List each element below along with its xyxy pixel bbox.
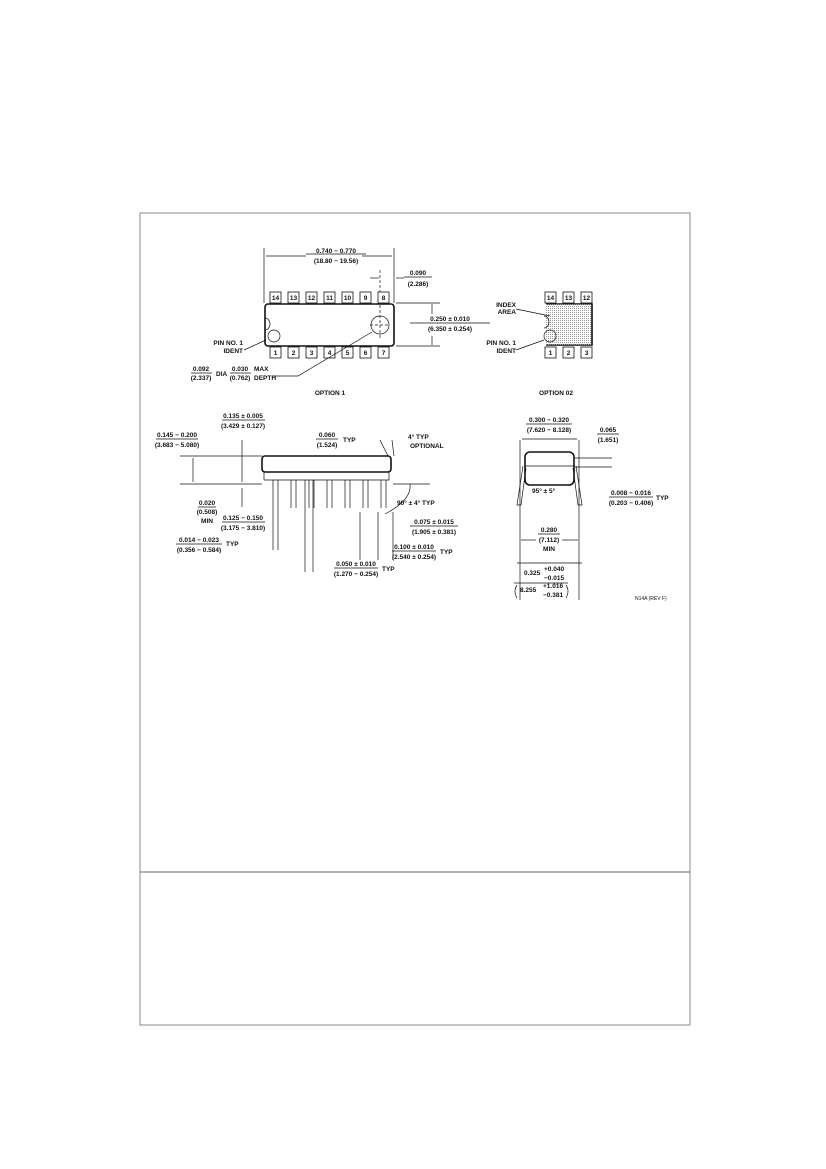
pin-label: 1 [549,350,553,357]
dimension-label: OPTIONAL [410,443,444,450]
dimension-label: 0.050 ± 0.010 [336,561,376,568]
pin-label: 3 [310,350,314,357]
dimension-label: (0.203 − 0.406) [609,500,653,507]
dimension-label: +0.040 [544,566,564,573]
dimension-label: 0.300 − 0.320 [529,417,569,424]
dimension-label: MIN [543,546,555,553]
option1-top-view: 14 13 12 11 10 9 8 1 2 3 4 5 6 7 0.740 −… [191,248,490,397]
option02-top-view: 14 13 12 1 2 3 INDEX AREA PIN NO. 1 IDEN… [486,291,593,397]
end-view: 0.300 − 0.320 (7.620 − 8.128) 0.065 (1.6… [514,417,669,602]
pin-label: 1 [274,350,278,357]
dimension-label: IDENT [497,348,517,355]
dimension-label: TYP [656,495,669,502]
dimension-label: (1.270 − 0.254) [334,571,378,578]
bottom-pins: 1 2 3 4 5 6 7 [269,346,390,359]
dimension-label: −0.381 [543,592,563,599]
pin-label: 14 [272,295,280,302]
option1-caption: OPTION 1 [315,390,346,397]
dimension-label: −0.015 [544,575,564,582]
pin-label: 3 [585,350,589,357]
dimension-label: 0.008 − 0.016 [611,490,651,497]
pin-label: 7 [382,350,386,357]
dimension-label: 0.135 ± 0.005 [223,413,263,420]
dimension-label: TYP [382,566,395,573]
pin-label: 2 [292,350,296,357]
drawing-id: N14A (REV F) [635,596,667,602]
dimension-label: (1.905 ± 0.381) [412,529,456,536]
dimension-label: IDENT [224,348,244,355]
dimension-label: PIN NO. 1 [213,340,243,347]
pin-label: 13 [290,295,298,302]
dimension-label: 0.100 ± 0.010 [394,544,434,551]
pin-label: 9 [364,295,368,302]
dimension-label: MAX [254,366,269,373]
dimension-label: TYP [343,437,356,444]
dimension-label: 0.075 ± 0.015 [414,519,454,526]
dimension-label: 0.325 [524,570,541,577]
dimension-label: PIN NO. 1 [486,340,516,347]
pin-label: 14 [547,295,555,302]
dimension-label: MIN [201,518,213,525]
dimension-label: 0.030 [232,366,249,373]
dimension-label: 0.060 [319,432,336,439]
dimension-label: +1.016 [543,583,563,590]
dimension-label: (6.350 ± 0.254) [428,326,472,333]
dimension-label: 0.145 − 0.200 [157,432,197,439]
pin-label: 10 [344,295,352,302]
dimension-label: (0.356 − 0.584) [177,547,221,554]
dimension-label: 0.090 [410,270,427,277]
dimension-label: (1.524) [317,442,338,449]
dimension-label: 95° ± 5° [532,487,556,495]
dimension-label: (2.540 ± 0.254) [392,554,436,561]
dimension-label: 4° TYP [408,433,429,441]
dimension-label: 0.014 − 0.023 [179,537,219,544]
dimension-label: (0.508) [197,509,218,516]
option02-caption: OPTION 02 [539,390,573,397]
dimension-label: 0.250 ± 0.010 [430,316,470,323]
dimension-label: TYP [226,541,239,548]
dimension-label: (1.651) [598,437,619,444]
pin-label: 8 [382,295,386,302]
pin-label: 5 [346,350,350,357]
pin1-dot [267,329,281,343]
dimension-label: (3.429 ± 0.127) [221,423,265,430]
pin-label: 6 [364,350,368,357]
dimension-label: (2.337) [191,375,212,382]
pin-label: 2 [567,350,571,357]
dimension-label: 0.280 [541,527,558,534]
dimension-label: (7.620 − 8.128) [527,427,571,434]
top-pins: 14 13 12 11 10 9 8 [269,291,390,304]
dimension-label: DIA [216,371,228,378]
dimension-label: 90° ± 4° TYP [397,499,435,507]
dimension-label: 0.065 [600,427,617,434]
pin-label: 4 [328,350,332,357]
dimension-label: 0.125 − 0.150 [223,515,263,522]
dimension-label: (18.80 − 19.56) [314,258,358,265]
dimension-label: DEPTH [254,375,276,382]
dimension-label: 0.020 [199,500,216,507]
dimension-label: 8.255 [520,587,537,594]
pin-label: 11 [326,295,333,302]
dimension-label: (0.762) [230,375,251,382]
side-view: 0.135 ± 0.005 (3.429 ± 0.127) 0.145 − 0.… [155,413,458,578]
pin-label: 12 [583,295,591,302]
dimension-label: (2.286) [408,281,429,288]
pin-label: 12 [308,295,316,302]
dimension-label: (3.683 − 5.080) [155,442,199,449]
dimension-label: TYP [440,549,453,556]
dimension-label: INDEX [496,302,517,309]
dimension-label: (7.112) [539,537,559,544]
pin-label: 13 [565,295,573,302]
dimension-label: (3.175 − 3.810) [221,525,265,532]
page-frame [139,212,691,1026]
dimension-label: 0.092 [193,366,210,373]
dimension-label: AREA [498,309,517,316]
dimension-label: 0.740 − 0.770 [316,248,356,255]
